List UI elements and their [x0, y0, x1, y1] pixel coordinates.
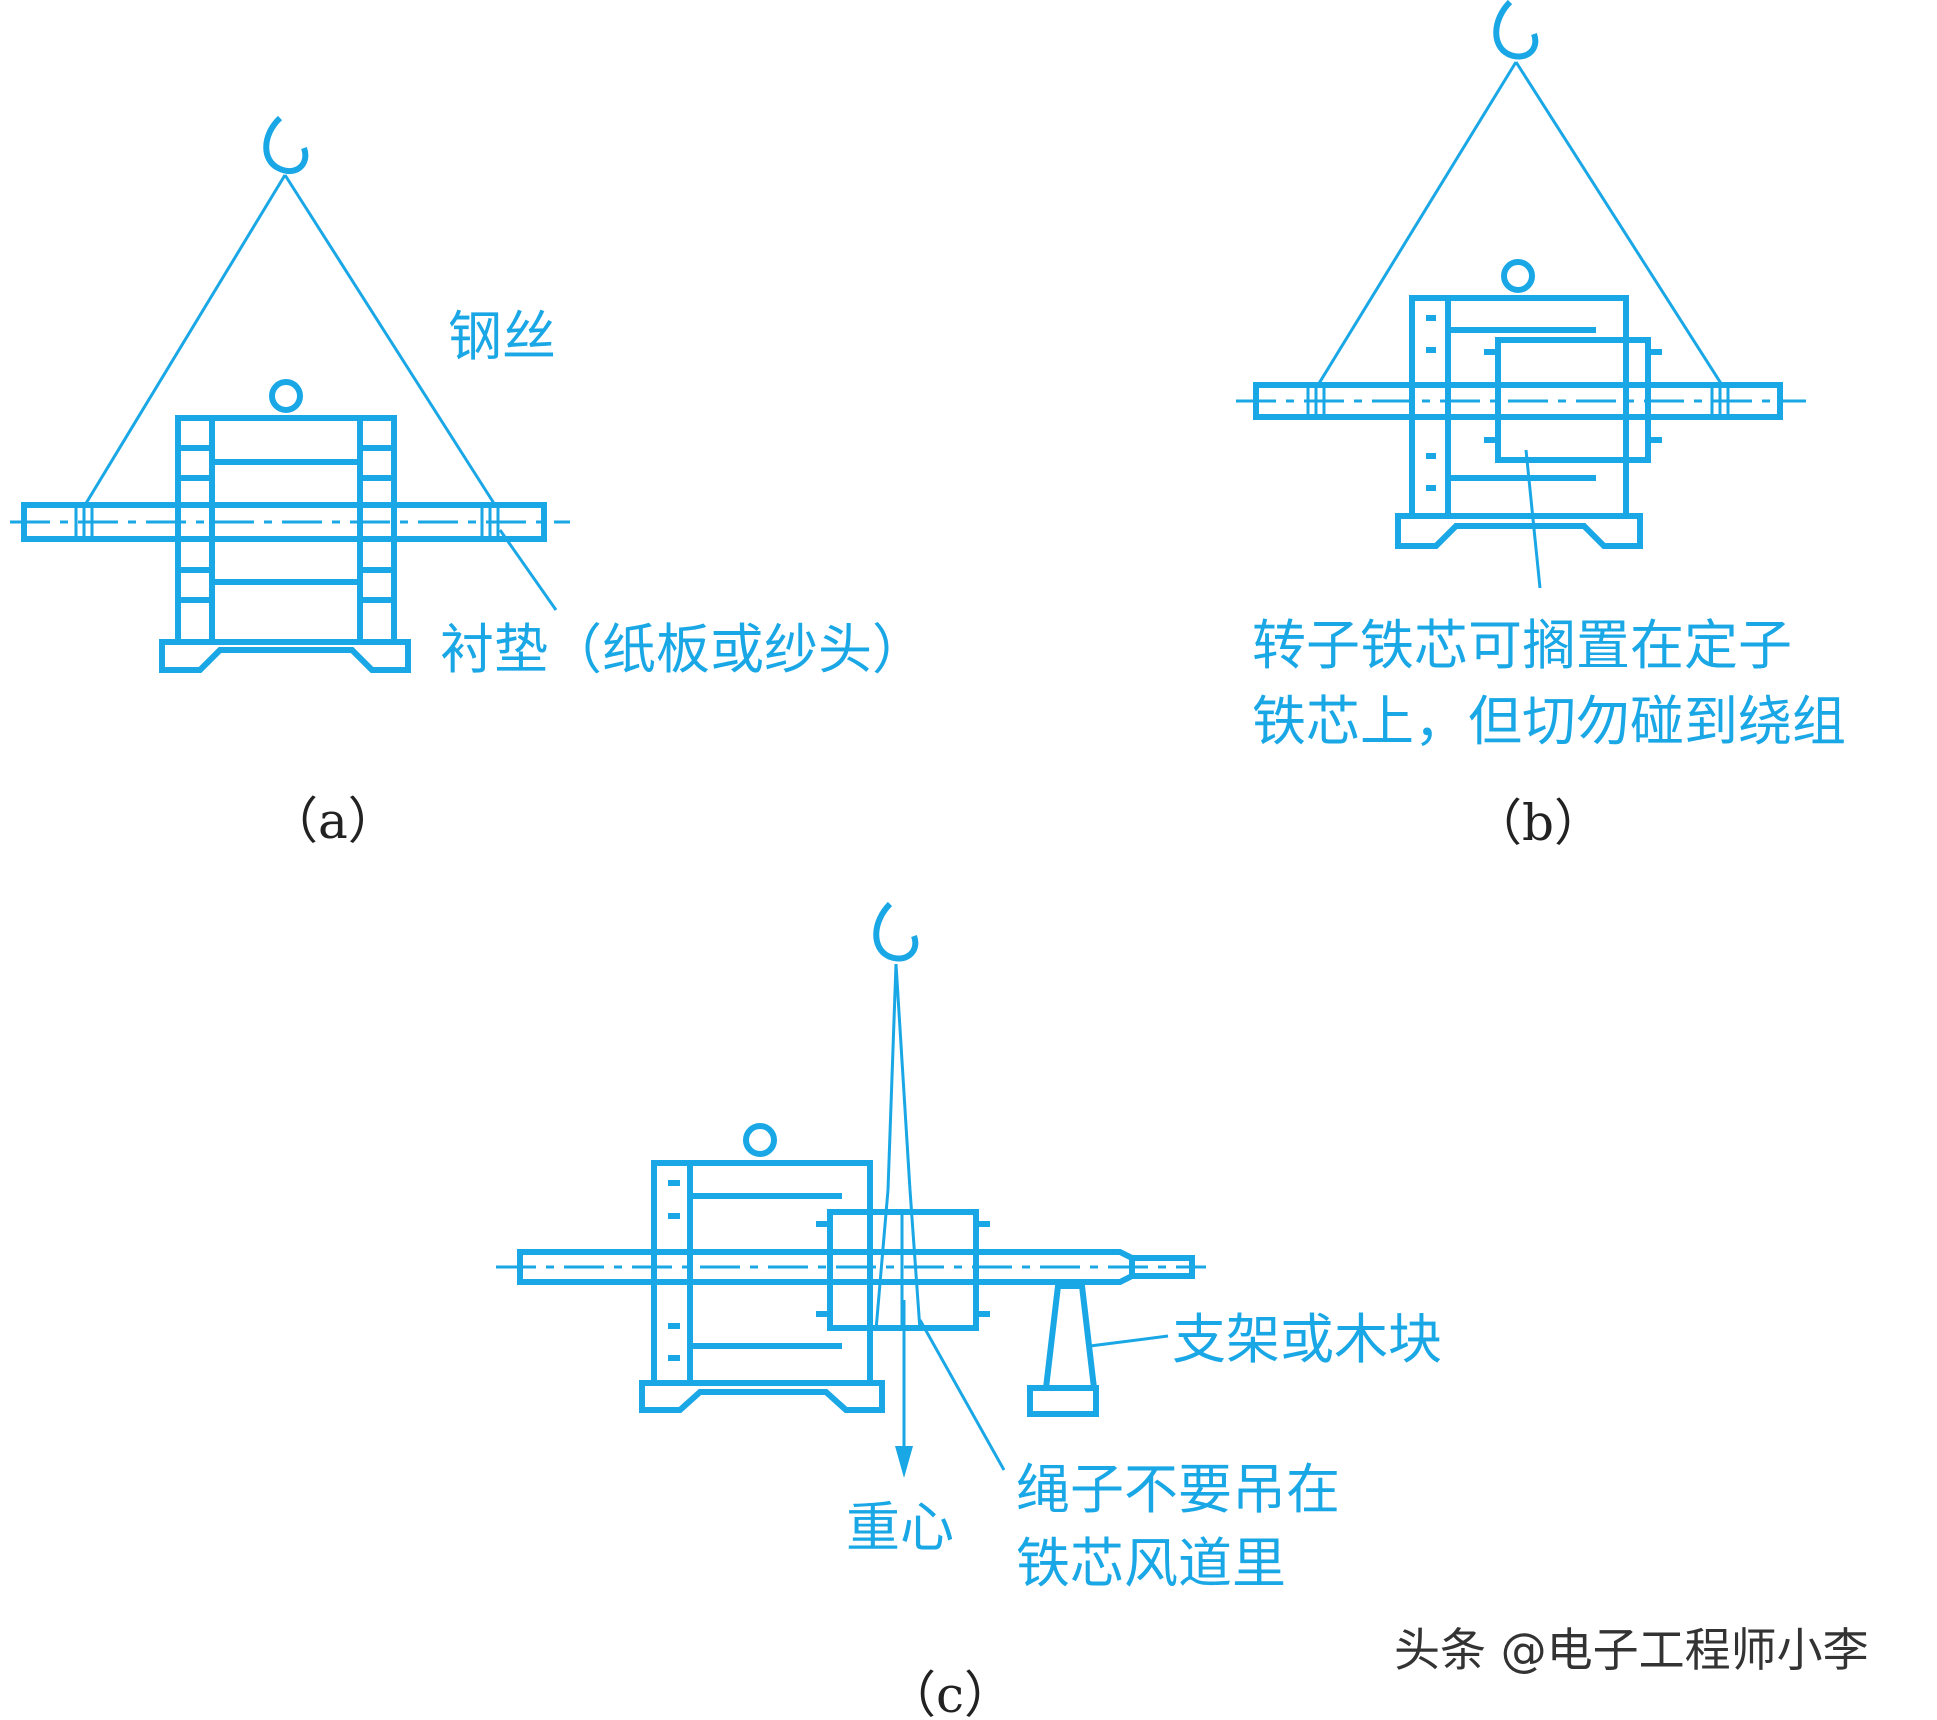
- caption-b: （b）: [1472, 794, 1604, 852]
- wire-right: [283, 174, 497, 506]
- hook-icon: [263, 115, 309, 175]
- rope-right: [894, 963, 912, 1191]
- figure-c: 支架或木块 重心 绳子不要吊在 铁芯风道里 （c）: [496, 901, 1442, 1720]
- wire-left: [1316, 61, 1518, 386]
- caption-a: （a）: [268, 792, 398, 850]
- hook-icon: [1493, 0, 1539, 60]
- stator-frame-b: [1395, 259, 1643, 549]
- pad-right: [480, 505, 500, 539]
- label-wire: 钢丝: [448, 305, 556, 368]
- pad-right: [1710, 385, 1730, 417]
- rotor-leader: [1524, 449, 1542, 589]
- label-rope-note-2: 铁芯风道里: [1016, 1532, 1286, 1595]
- label-pad: 衬垫（纸板或纱头）: [440, 618, 926, 681]
- label-rotor-note-2: 铁芯上，但切勿碰到绕组: [1252, 690, 1846, 753]
- gravity-arrow-icon: [895, 1446, 913, 1478]
- pad-left: [74, 505, 94, 539]
- wire-right: [1514, 61, 1724, 386]
- label-support: 支架或木块: [1172, 1308, 1442, 1371]
- caption-c: （c）: [886, 1666, 1014, 1720]
- watermark: 头条 @电子工程师小李: [1394, 1623, 1869, 1677]
- figure-b: 转子铁芯可搁置在定子 铁芯上，但切勿碰到绕组 （b）: [1236, 0, 1846, 852]
- figure-a: 钢丝 衬垫（纸板或纱头） （a）: [10, 115, 926, 850]
- support-leader: [1089, 1334, 1169, 1348]
- label-center-of-gravity: 重心: [846, 1496, 954, 1559]
- pad-left: [1306, 385, 1326, 417]
- wire-left: [83, 174, 287, 506]
- hook-icon: [873, 901, 919, 962]
- rope-left: [886, 963, 898, 1191]
- pad-leader: [498, 529, 558, 611]
- motor-frame-a: [159, 379, 411, 673]
- rotor-core-b: [1484, 337, 1662, 463]
- shaft: [517, 1249, 1195, 1285]
- stator-frame-c: [639, 1123, 885, 1413]
- support-stand: [1027, 1283, 1099, 1417]
- label-rotor-note-1: 转子铁芯可搁置在定子: [1252, 614, 1792, 677]
- rope-leader: [918, 1319, 1006, 1471]
- label-rope-note-1: 绳子不要吊在: [1016, 1458, 1340, 1521]
